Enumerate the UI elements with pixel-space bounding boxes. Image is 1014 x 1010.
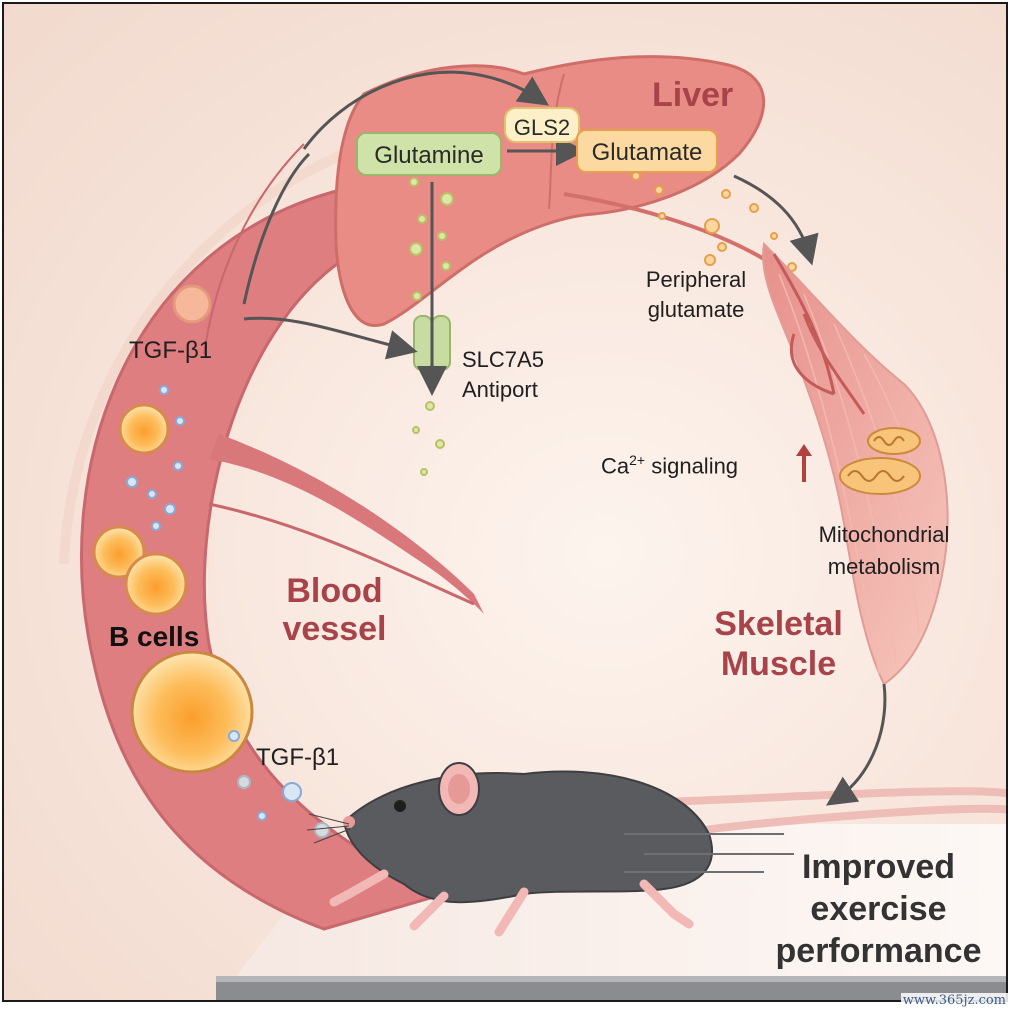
ca-prefix: Ca	[601, 453, 630, 479]
slc7a5-line1: SLC7A5	[462, 347, 544, 372]
skeletal-line2: Muscle	[720, 645, 837, 683]
diagram-artwork	[59, 55, 1006, 1000]
ca-superscript: 2+	[629, 452, 646, 468]
blood-line2: vessel	[282, 610, 387, 648]
skeletal-muscle-label: Skeletal Muscle	[696, 604, 861, 684]
flow-arrows	[242, 70, 887, 806]
peripheral-glutamate-label: Peripheral glutamate	[626, 267, 766, 323]
mitochondria-icon	[839, 427, 921, 495]
up-arrow-icon	[796, 444, 812, 482]
b-cells-label: B cells	[109, 621, 200, 652]
glutamate-box: Glutamate	[576, 129, 718, 173]
improved-line2: exercise	[810, 890, 947, 928]
ca-signaling-label: Ca2+ signaling	[601, 452, 738, 479]
improved-exercise-performance-label: Improved exercise performance	[756, 846, 1001, 972]
slc7a5-label: SLC7A5 Antiport	[462, 347, 544, 403]
watermark: www.365jz.com	[900, 993, 1008, 1008]
mito-line1: Mitochondrial	[818, 522, 950, 547]
gls2-enzyme-box: GLS2	[504, 107, 580, 143]
glutamate-particles	[631, 171, 797, 272]
peripheral-glutamate-line2: glutamate	[647, 297, 745, 322]
mito-line2: metabolism	[827, 554, 941, 579]
improved-line1: Improved	[801, 848, 956, 886]
skeletal-line1: Skeletal	[714, 605, 843, 643]
tgf-beta1-particles	[126, 385, 330, 838]
mouse-illustration	[306, 762, 1006, 937]
liver-label: Liver	[652, 76, 734, 114]
blood-vessel-label: Blood vessel	[267, 572, 402, 648]
blood-line1: Blood	[286, 572, 383, 610]
liver-organ	[334, 55, 766, 327]
b-cell-icon	[92, 284, 254, 774]
glutamine-particles	[409, 177, 454, 476]
slc7a5-line2: Antiport	[462, 377, 538, 402]
improved-line3: performance	[775, 932, 982, 970]
tgf-beta1-bottom-label: TGF-β1	[256, 744, 340, 771]
tgf-beta1-top-label: TGF-β1	[129, 337, 213, 364]
glutamine-box: Glutamine	[356, 132, 502, 176]
peripheral-glutamate-line1: Peripheral	[645, 267, 747, 292]
mitochondrial-metabolism-label: Mitochondrial metabolism	[804, 522, 964, 580]
ca-suffix: signaling	[645, 453, 739, 479]
